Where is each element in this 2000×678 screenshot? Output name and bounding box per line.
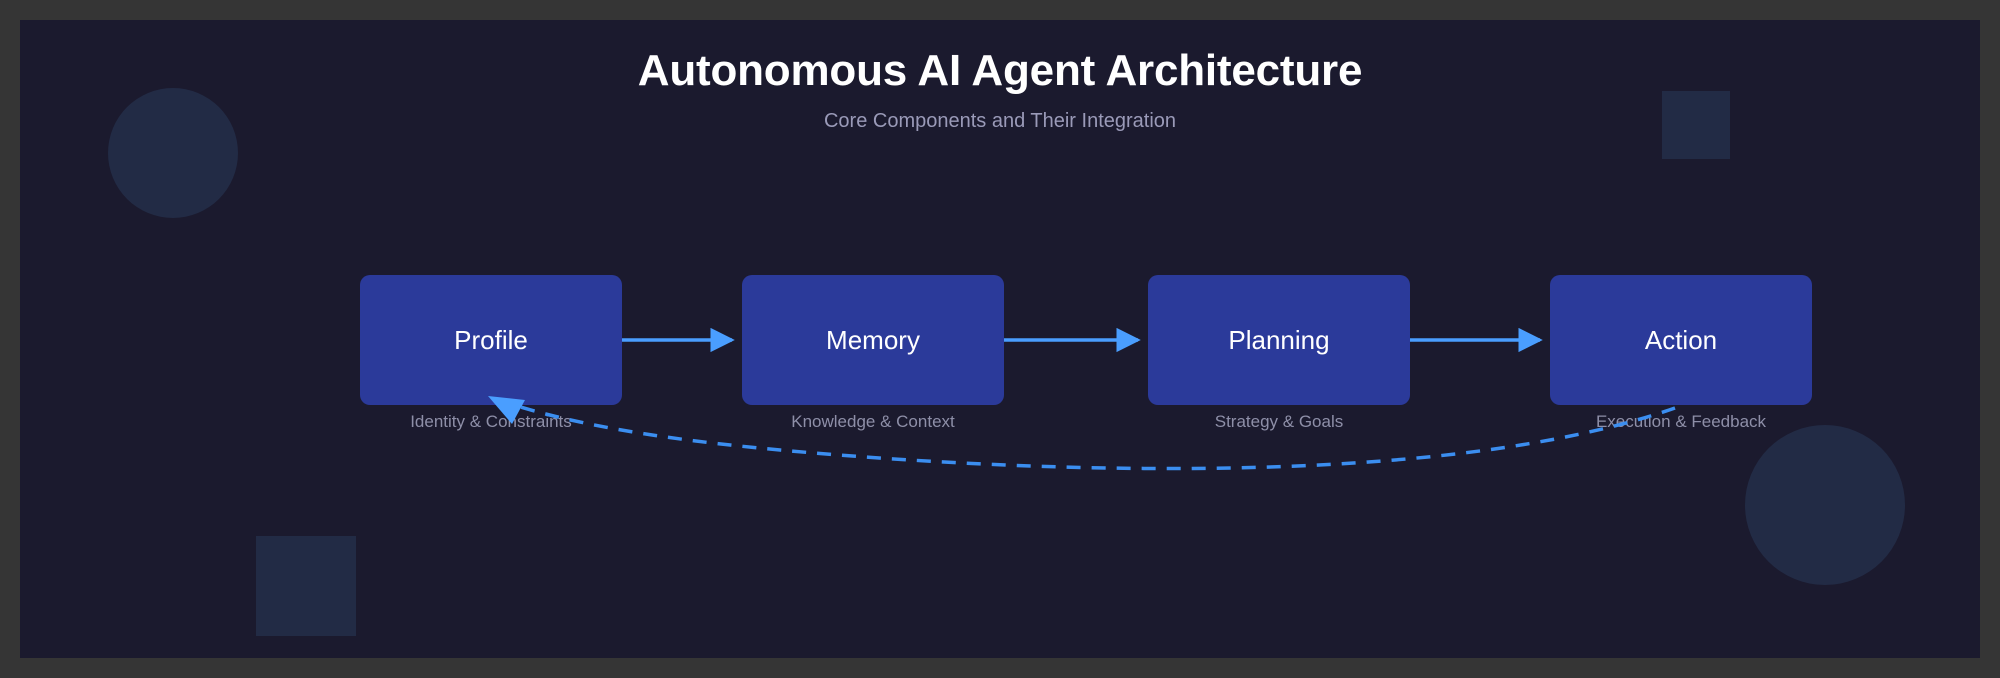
page-title: Autonomous AI Agent Architecture	[637, 46, 1363, 95]
diagram-header: Autonomous AI Agent Architecture Core Co…	[20, 20, 1980, 133]
decoration-square-bottom-left	[256, 536, 356, 636]
flow-node-planning[interactable]: Planning	[1148, 275, 1410, 405]
flow-node-caption-action: Execution & Feedback	[1595, 412, 1767, 431]
flow-node-label: Memory	[826, 324, 920, 355]
page-subtitle: Core Components and Their Integration	[823, 109, 1177, 132]
decoration-circle-bottom-right	[1745, 425, 1905, 585]
flow-node-memory[interactable]: Memory	[742, 275, 1004, 405]
feedback-curve-action-to-profile	[516, 404, 1676, 471]
flow-node-label: Profile	[454, 324, 528, 355]
diagram-canvas: Autonomous AI Agent Architecture Core Co…	[20, 20, 1980, 658]
flow-node-caption-memory: Knowledge & Context	[791, 412, 955, 431]
flow-node-profile[interactable]: Profile	[360, 275, 622, 405]
flow-node-caption-profile: Identity & Constraints	[410, 412, 572, 431]
flow-node-label: Action	[1644, 324, 1718, 355]
flow-node-label: Planning	[1228, 324, 1330, 355]
flow-node-caption-planning: Strategy & Goals	[1214, 412, 1344, 431]
flow-node-action[interactable]: Action	[1550, 275, 1812, 405]
